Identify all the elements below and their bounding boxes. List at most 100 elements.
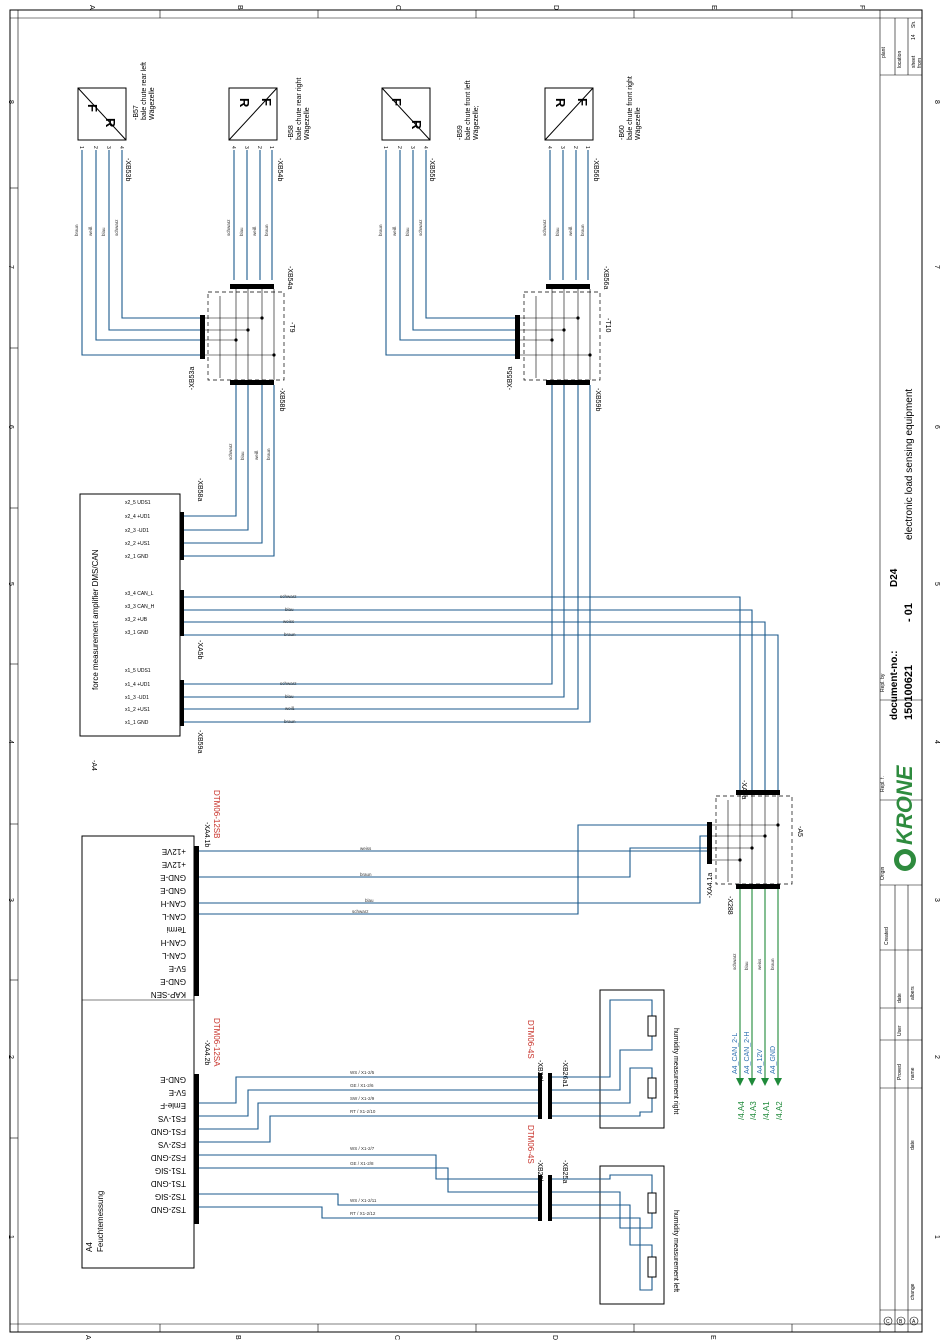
pin-label: 3: [559, 146, 565, 149]
junction-top-conn: -XB56a: [602, 266, 609, 289]
document-code: D24: [889, 568, 900, 587]
humidity-name: humidity measurement right: [672, 1028, 679, 1114]
amplifier-name: force measurement amplifier DMS/CAN: [91, 549, 100, 690]
wire-color: blau: [555, 227, 560, 236]
wire-code: WS / X1-2/7: [350, 1146, 375, 1151]
humidity-name: humidity measurement left: [672, 1210, 679, 1292]
wire-color: blau: [239, 227, 244, 236]
humidity-conn-b: -XB26a1: [561, 1060, 568, 1087]
sensor-b58: R F -B58 bale chute rear right Wägezelle…: [228, 78, 311, 181]
wire-color: weiss: [283, 619, 295, 624]
wire-color: blau: [365, 898, 374, 903]
amp-pin-x2-2: x2_2 +US1: [125, 541, 150, 547]
wire-color: schwarz: [418, 219, 423, 236]
wire-color: schwarz: [352, 909, 369, 914]
wire-color: braun: [74, 224, 79, 236]
row-number-7: 7: [7, 265, 14, 269]
pin-label: 3: [243, 146, 249, 149]
junction-bottom-conn: -XB59b: [594, 388, 601, 411]
amplifier-tag: -A4: [90, 760, 97, 771]
pin-label: 4: [118, 146, 124, 149]
wire-code: WS / X1-2/11: [350, 1198, 377, 1203]
amplifier-conn-top: -XB58a: [196, 478, 203, 501]
row-number-3: 3: [7, 898, 14, 902]
pin-label: 4: [422, 146, 428, 149]
junction-top-conn: -XA5a: [740, 780, 747, 800]
sensor-connector: -XB55b: [428, 158, 435, 181]
col-letter-c: C: [394, 5, 401, 10]
sensor-letter-r: R: [103, 118, 118, 128]
moisture-module-a4: A4 Feuchtemessung -XA4.1b DTM06-12SB -XA…: [81, 790, 221, 1269]
sensor-letter-r: R: [409, 120, 424, 130]
sensor-tag: -B58: [288, 125, 295, 140]
moisture-pin: KAP-SEN: [151, 990, 186, 999]
wire-color: weiß: [252, 226, 257, 236]
document-label: document-no.:: [889, 651, 900, 720]
field-date-2: date: [910, 1140, 916, 1150]
junction-tag: -A5: [796, 826, 803, 837]
amp-pin-x3-1: x3_1 GND: [125, 630, 149, 636]
field-user-name: albers: [910, 986, 916, 1000]
sensor-desc: bale chute rear right: [296, 78, 303, 140]
junction-tag: -T10: [604, 318, 611, 333]
amp-pin-x3-3: x3_3 CAN_H: [125, 604, 155, 610]
sensor-tag: -B60: [619, 125, 626, 140]
field-location: location: [897, 51, 903, 68]
row-number-8-right: 8: [933, 100, 940, 104]
bus-ref-green[interactable]: /4.A2: [775, 1101, 784, 1120]
bus-ref-green[interactable]: /4.A1: [762, 1101, 771, 1120]
moisture-pin: +12VE: [162, 860, 186, 869]
wire-code: RT / X1-2/10: [350, 1109, 376, 1114]
revision-mark-a: A: [912, 1319, 916, 1325]
row-number-3-right: 3: [933, 898, 940, 902]
sensor-connector: -XB53b: [124, 158, 131, 181]
bus-ref-green[interactable]: /4.A4: [737, 1101, 746, 1120]
wire-code: GE / X1-2/6: [350, 1083, 374, 1088]
sensor-connector: -XB54b: [276, 158, 283, 181]
sensor-cables: [81, 150, 589, 356]
sensor-tag: -B59: [457, 125, 464, 140]
wire-color: braun: [580, 224, 585, 236]
moisture-pin: TS1-SIG: [155, 1166, 186, 1175]
wire-color: schwarz: [280, 594, 297, 599]
field-date: date: [897, 993, 903, 1003]
title-block: plant location sheet 14 from Sh. electro…: [880, 18, 923, 1332]
junction-t10: -T10 -XB56a -XB55a -XB59b: [507, 266, 611, 411]
moisture-conn2: -XA4.2b: [203, 1040, 210, 1065]
row-number-1: 1: [7, 1235, 14, 1239]
bus-ref-blue: A4_12V: [757, 1049, 764, 1074]
humidity-conn-a: -XB26b: [536, 1060, 543, 1083]
row-numbers: 8 7 6 5 4 3 2 1 8 7 6 5 4 3 2 1: [7, 100, 940, 1239]
row-number-8: 8: [7, 100, 14, 104]
moisture-name: Feuchtemessung: [96, 1191, 105, 1252]
junction-top-conn: -XB54a: [286, 266, 293, 289]
wire-color: weiß: [254, 450, 259, 460]
wire-color: blau: [285, 694, 294, 699]
wire-color: schwarz: [542, 219, 547, 236]
wire-color: braun: [264, 224, 269, 236]
junction-left-conn: -XB53a: [189, 367, 196, 390]
humidity-conn-type: DTM06-4S: [526, 1125, 535, 1164]
moisture-conn1: -XA4.1b: [203, 822, 210, 847]
pin-label: 4: [546, 146, 552, 149]
col-letter-e-bottom: E: [709, 1335, 716, 1340]
moisture-pin: GND-E: [160, 873, 186, 882]
sensor-desc: bale chute front right: [627, 76, 634, 140]
row-number-4: 4: [7, 740, 14, 744]
humidity-conn-a: -XB25b: [536, 1160, 543, 1183]
document-number: 150100621: [903, 665, 915, 720]
humidity-conn-type: DTM06-4S: [526, 1020, 535, 1059]
sensor-b57: F R -B57 bale chute rear left Wägezelle …: [77, 62, 156, 181]
moisture-pin: GND-E: [160, 977, 186, 986]
amp-pin-x1-1: x1_1 GND: [125, 720, 149, 726]
bus-ref-green[interactable]: /4.A3: [749, 1101, 758, 1120]
sensor-connector: -XB56b: [592, 158, 599, 181]
pin-label: 1: [584, 146, 590, 149]
revision-mark-b: B: [899, 1319, 903, 1325]
sensor-letter-f: F: [389, 98, 404, 106]
humidity-measurement-left: humidity measurement left: [552, 1165, 679, 1305]
sensor-desc-de: Wägezelle: [635, 107, 642, 140]
row-number-5-right: 5: [933, 582, 940, 586]
field-origin: Origin: [880, 866, 886, 880]
col-letter-e: E: [710, 5, 717, 10]
